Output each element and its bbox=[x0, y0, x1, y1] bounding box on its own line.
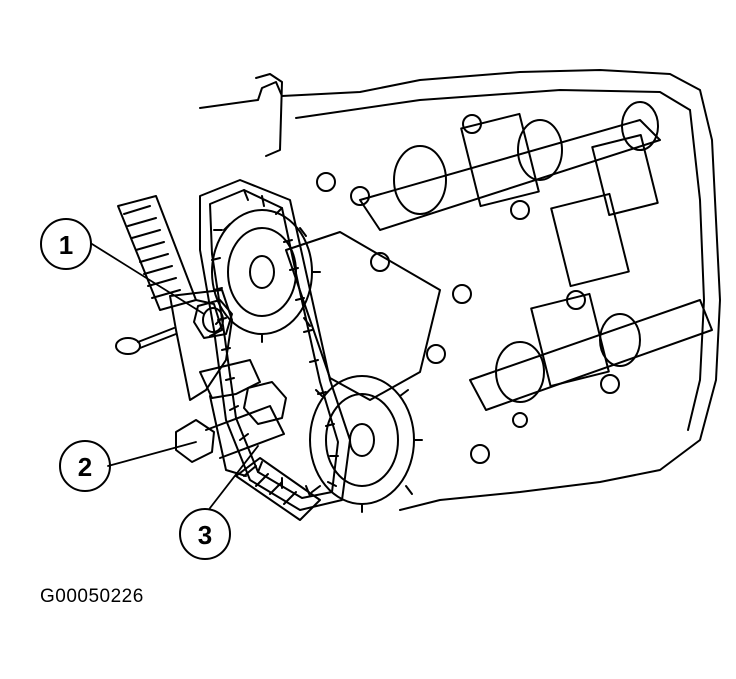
bearing-caps bbox=[460, 112, 659, 388]
callout-circles bbox=[40, 218, 231, 560]
chain-tensioner bbox=[169, 289, 233, 401]
tensioner-bracket bbox=[199, 359, 261, 477]
timing-cover-plate bbox=[285, 231, 441, 401]
callout-label-3: 3 bbox=[198, 520, 212, 550]
tensioner-pin bbox=[115, 327, 177, 355]
callout-label-2: 2 bbox=[78, 452, 92, 482]
head-bolts bbox=[316, 114, 620, 464]
camshaft-lower bbox=[469, 299, 713, 411]
callout-circle-2 bbox=[59, 440, 111, 492]
timing-chain bbox=[199, 179, 351, 511]
tensioner-upper-bolt bbox=[193, 299, 233, 339]
callout-circle-1 bbox=[40, 218, 92, 270]
camshaft-upper bbox=[359, 101, 661, 231]
figure-code: G00050226 bbox=[40, 586, 144, 607]
cam-sprocket-lower bbox=[309, 375, 423, 513]
callout-circle-3 bbox=[179, 508, 231, 560]
cam-sprocket-upper bbox=[211, 209, 321, 343]
callout-leaders bbox=[91, 243, 259, 509]
cylinder-head-outline bbox=[199, 69, 721, 511]
tensioner-lower-bolt bbox=[175, 381, 287, 463]
callout-label-1: 1 bbox=[59, 230, 73, 260]
